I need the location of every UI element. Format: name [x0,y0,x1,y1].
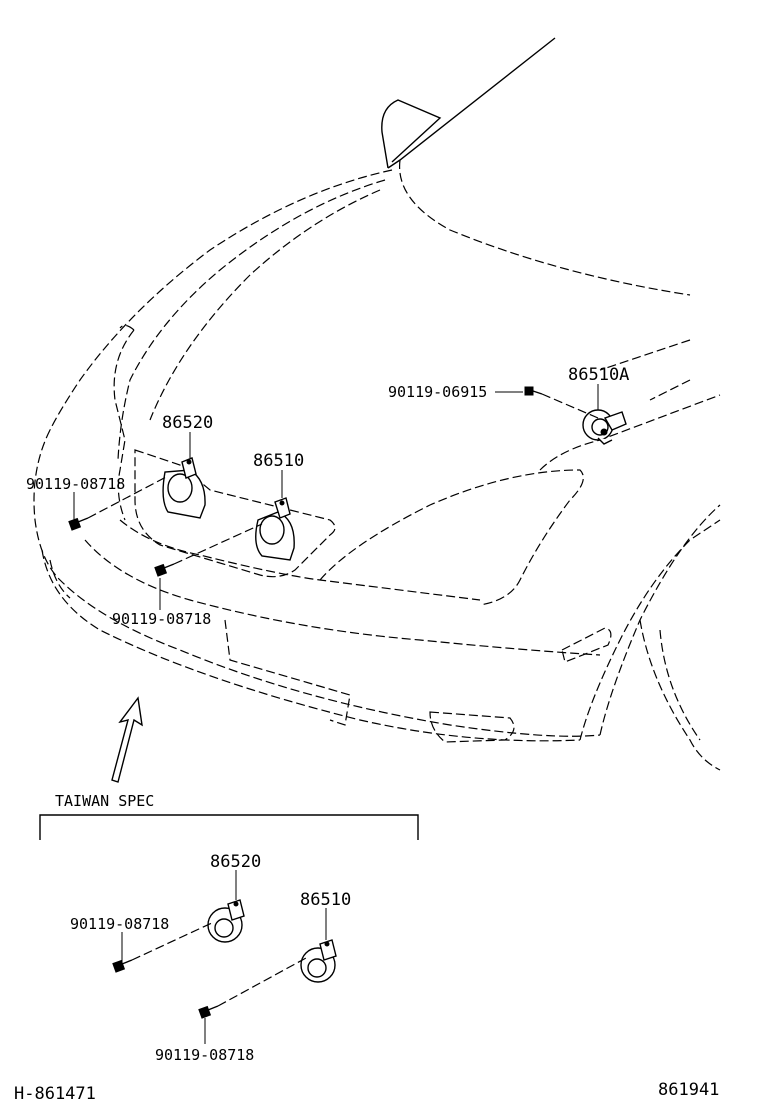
horn-icon [582,409,627,445]
label-90119-08718-mid: 90119-08718 [112,610,211,628]
label-86510a: 86510A [568,365,629,385]
label-86520: 86520 [162,413,213,433]
taiwan-label-90119-08718-lower: 90119-08718 [155,1046,254,1064]
car-body-outline [33,37,721,783]
label-90119-08718-left: 90119-08718 [26,475,125,493]
horn-icon [162,457,206,519]
taiwan-label-86510: 86510 [300,890,351,910]
reference-left: H-861471 [14,1084,96,1104]
taiwan-spec-bracket [39,814,419,840]
taiwan-label-86520: 86520 [210,852,261,872]
taiwan-spec-heading: TAIWAN SPEC [55,792,154,810]
bolt-icon [198,1005,219,1019]
horn-icon [207,899,245,943]
horn-icon [300,939,337,983]
bolt-icon [112,959,133,973]
bolt-icon [68,517,89,531]
reference-right: 861941 [658,1080,719,1100]
taiwan-label-90119-08718-upper: 90119-08718 [70,915,169,933]
label-90119-06915: 90119-06915 [388,383,487,401]
bolt-icon [154,563,175,577]
arrow-icon [111,696,143,783]
horn-icon [255,497,295,561]
bolt-icon [524,386,543,396]
label-86510: 86510 [253,451,304,471]
